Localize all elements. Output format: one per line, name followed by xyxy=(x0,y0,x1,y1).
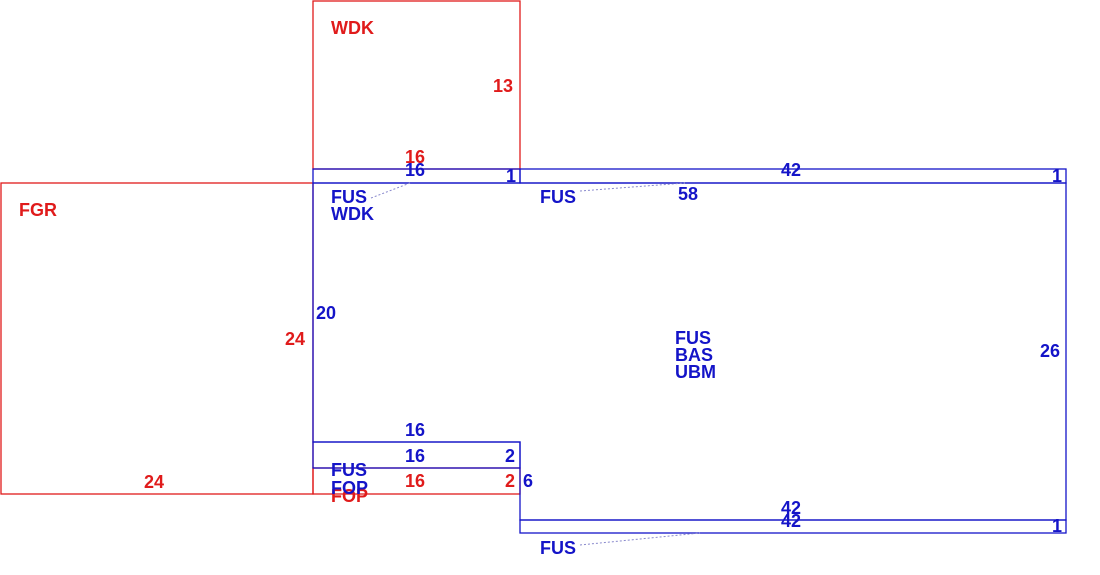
strip-bottom-dimension: 1 xyxy=(1052,516,1062,536)
strip-top-left-dimension: 1 xyxy=(506,166,516,186)
fus-wdk-label-2: WDK xyxy=(331,204,374,224)
room-fgr-outline xyxy=(0,182,314,495)
main-center-label-2: BAS xyxy=(675,345,713,365)
strip-top-length: 42 xyxy=(781,160,801,180)
value-58: 58 xyxy=(678,184,698,204)
fgr-bottom-dimension: 24 xyxy=(144,472,164,492)
fop-right-dimension: 2 xyxy=(505,446,515,466)
strip-top-right-dimension: 1 xyxy=(1052,166,1062,186)
fus-fop-label-2: FOP xyxy=(331,478,368,498)
fop-mid-dimension: 16 xyxy=(405,446,425,466)
strip-bottom-outline xyxy=(519,519,1067,534)
strip-bottom-length-a: 42 xyxy=(781,498,801,518)
wdk-bottom-dimension-red: 16 xyxy=(405,147,425,167)
room-fop-blue-outline xyxy=(312,441,521,469)
fop-top-dimension: 16 xyxy=(405,420,425,440)
fop-red-right-dimension: 2 xyxy=(505,471,515,491)
strip-bottom-length-b: 42 xyxy=(781,511,801,531)
fop-side-dimension: 6 xyxy=(523,471,533,491)
leader-fus-58 xyxy=(579,182,686,192)
main-center-label-1: FUS xyxy=(675,328,711,348)
fus-fop-label-1: FUS xyxy=(331,460,367,480)
fgr-title: FGR xyxy=(19,200,57,220)
leader-fus-bottom xyxy=(579,532,701,546)
wdk-bottom-dimension-blue: 16 xyxy=(405,160,425,180)
fus-wdk-label-1: FUS xyxy=(331,187,367,207)
wdk-title: WDK xyxy=(331,18,374,38)
main-center-label-3: UBM xyxy=(675,362,716,382)
fus-top-label: FUS xyxy=(540,187,576,207)
fgr-right-dimension: 24 xyxy=(285,329,305,349)
fop-red-dimension: 16 xyxy=(405,471,425,491)
wdk-right-dimension: 13 xyxy=(493,76,513,96)
fop-red-label: FOP xyxy=(331,486,368,506)
main-right-dimension: 26 xyxy=(1040,341,1060,361)
main-left-dimension: 20 xyxy=(316,303,336,323)
leader-fus-wdk xyxy=(370,182,411,199)
fus-bottom-label: FUS xyxy=(540,538,576,558)
